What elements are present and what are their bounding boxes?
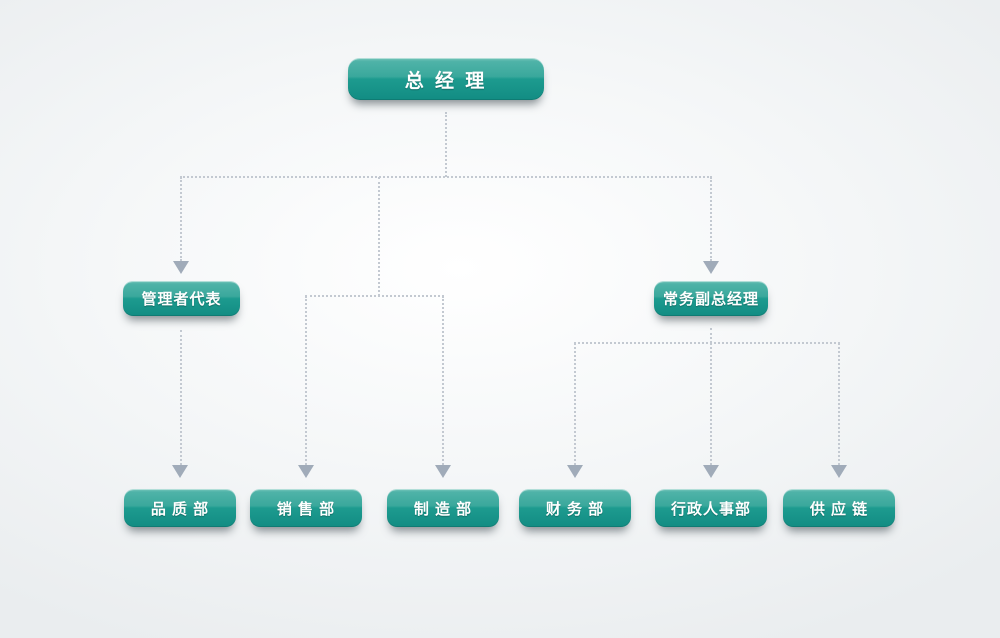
connector-sales-drop [305,296,307,465]
org-node-management-representative: 管理者代表 [123,281,240,316]
org-node-executive-deputy-general-manager: 常务副总经理 [654,281,768,316]
arrow-supply-chain-icon [831,465,847,478]
connector-main-horizontal [180,176,712,178]
connector-right-horizontal [574,342,840,344]
connector-left-drop [180,177,182,261]
connector-admin-hr-drop [710,343,712,465]
org-node-finance-dept: 财 务 部 [519,489,631,527]
org-node-general-manager: 总 经 理 [348,58,544,100]
arrow-manufacturing-dept-icon [435,465,451,478]
org-node-admin-hr-dept: 行政人事部 [655,489,767,527]
org-node-manufacturing-dept: 制 造 部 [387,489,499,527]
org-node-quality-dept: 品 质 部 [124,489,236,527]
arrow-sales-dept-icon [298,465,314,478]
org-node-supply-chain: 供 应 链 [783,489,895,527]
arrow-management-representative-icon [173,261,189,274]
org-node-sales-dept: 销 售 部 [250,489,362,527]
connector-supply-chain-drop [838,343,840,465]
arrow-admin-hr-dept-icon [703,465,719,478]
connector-finance-drop [574,343,576,465]
connector-mgmt-rep-stem [180,330,182,465]
arrow-deputy-general-manager-icon [703,261,719,274]
arrow-finance-dept-icon [567,465,583,478]
connector-manufacturing-drop [442,296,444,465]
connector-mid-horizontal [305,295,444,297]
arrow-quality-dept-icon [172,465,188,478]
connector-right-drop [710,177,712,261]
connector-root-stem [445,112,447,177]
connector-deputy-stem [710,328,712,343]
connector-mid-drop [378,177,380,296]
